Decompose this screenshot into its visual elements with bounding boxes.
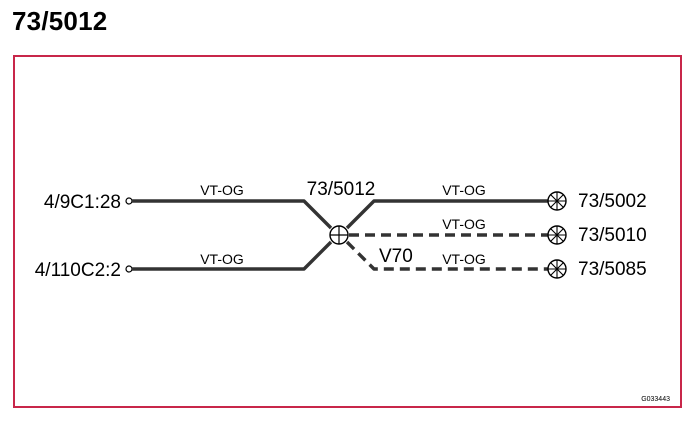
left-connector-label: 4/110C2:2 (35, 260, 121, 281)
wire-label: VT-OG (442, 182, 486, 198)
wire-right-top[interactable] (345, 199, 548, 230)
connector-icon-73-5085[interactable] (547, 259, 567, 279)
wire-left-bottom[interactable] (132, 240, 333, 271)
connector-icon-73-5002[interactable] (547, 191, 567, 211)
wire-label: VT-OG (442, 216, 486, 232)
right-connector-label: 73/5010 (578, 225, 647, 246)
splice-icon[interactable] (329, 225, 349, 245)
diagram-frame (13, 55, 682, 408)
connector-icon-73-5010[interactable] (547, 225, 567, 245)
terminal-left-2[interactable] (125, 265, 133, 273)
left-connector-label: 4/9C1:28 (44, 192, 121, 213)
right-connector-label: 73/5002 (578, 191, 647, 212)
wire-label: VT-OG (200, 251, 244, 267)
right-connector-label: 73/5085 (578, 259, 647, 280)
variant-label: V70 (379, 246, 413, 267)
wire-left-top[interactable] (132, 199, 333, 230)
wire-label: VT-OG (200, 182, 244, 198)
page-title: 73/5012 (12, 6, 108, 36)
splice-label: 73/5012 (307, 179, 376, 200)
terminal-left-1[interactable] (125, 197, 133, 205)
wire-right-bottom[interactable] (345, 240, 548, 271)
figure-code: G033443 (641, 396, 670, 403)
wire-label: VT-OG (442, 251, 486, 267)
